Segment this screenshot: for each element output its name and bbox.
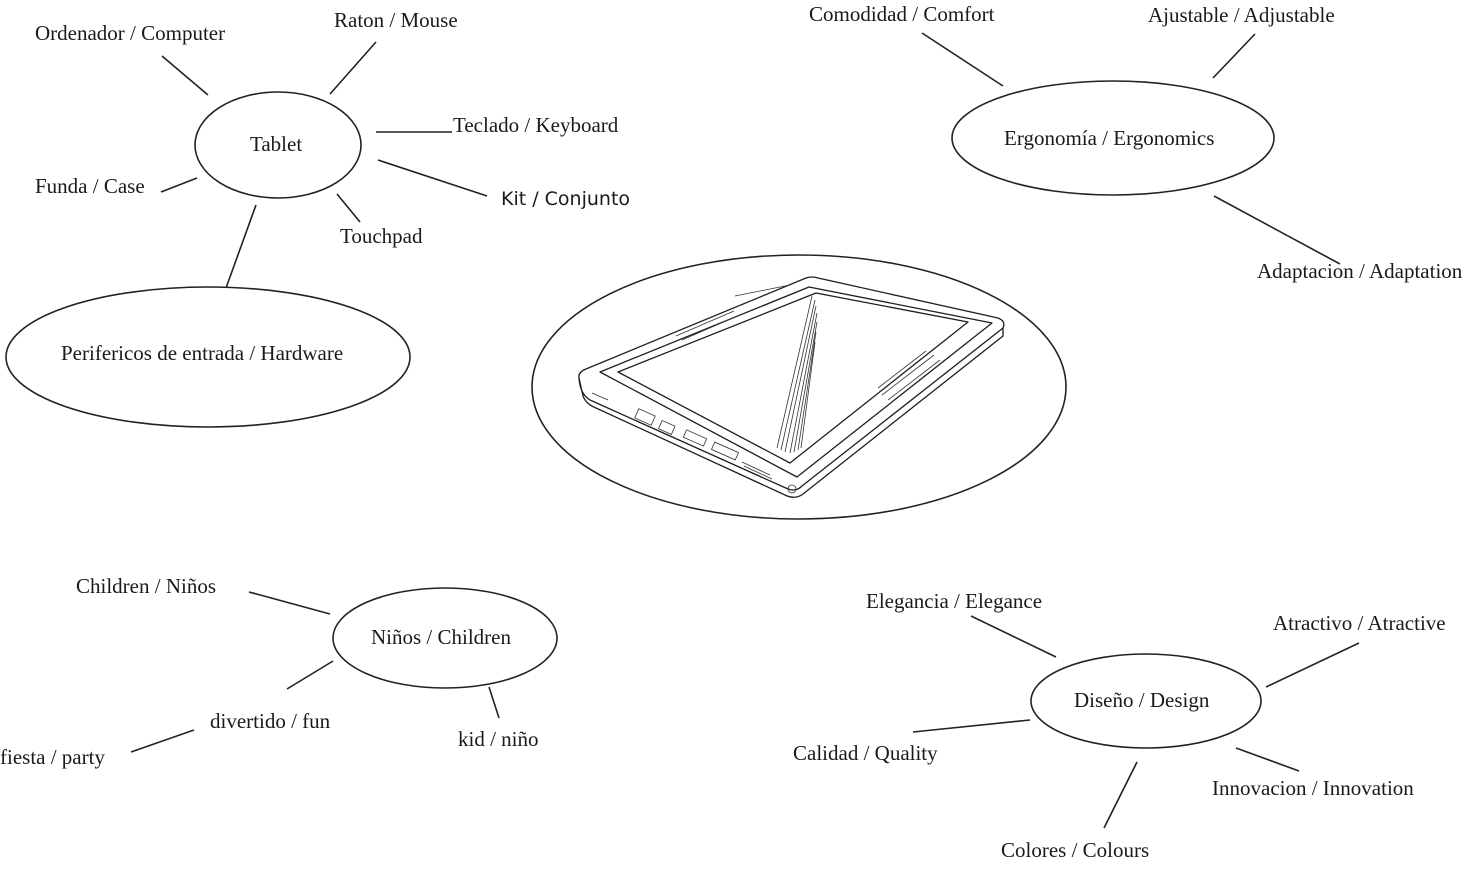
connector-raton [329, 41, 377, 95]
connector-fiesta [130, 729, 195, 753]
label-comodidad: Comodidad / Comfort [809, 2, 995, 26]
diseno-node-ellipse [1030, 653, 1262, 749]
connector-ordenador [161, 55, 209, 96]
label-kid: kid / niño [458, 727, 539, 751]
connector-funda [160, 177, 198, 193]
label-ninos-center: Niños / Children [371, 625, 511, 649]
connector-perifericos [225, 204, 257, 289]
connector-comodidad [921, 32, 1004, 87]
label-divertido: divertido / fun [210, 709, 331, 733]
perifericos-node-ellipse [5, 286, 411, 428]
tablet-node-ellipse [194, 91, 362, 199]
label-touchpad: Touchpad [340, 224, 423, 248]
label-ajustable: Ajustable / Adjustable [1148, 3, 1335, 27]
connector-children [248, 591, 331, 615]
label-raton: Raton / Mouse [334, 8, 458, 32]
connector-adaptacion [1213, 195, 1341, 265]
label-children: Children / Niños [76, 574, 216, 598]
label-tablet-center: Tablet [250, 132, 303, 156]
tablet-device-icon [578, 276, 1005, 498]
ergonomia-node-ellipse [951, 80, 1275, 196]
label-kit: Kit / Conjunto [501, 188, 631, 210]
connector-kid [488, 686, 500, 719]
connector-elegancia [970, 615, 1057, 658]
connector-innovacion [1235, 747, 1300, 772]
connector-kit [377, 159, 488, 197]
label-atractivo: Atractivo / Atractive [1273, 611, 1446, 635]
label-ordenador: Ordenador / Computer [35, 21, 226, 45]
label-perifericos: Perifericos de entrada / Hardware [61, 341, 344, 365]
ninos-node-ellipse [332, 587, 558, 689]
connector-divertido [286, 660, 334, 690]
label-ergonomia-center: Ergonomía / Ergonomics [1004, 126, 1215, 150]
label-fiesta: fiesta / party [0, 745, 105, 769]
connector-atractivo [1265, 642, 1360, 688]
label-diseno-center: Diseño / Design [1074, 688, 1210, 712]
label-funda: Funda / Case [35, 174, 145, 198]
label-calidad: Calidad / Quality [793, 741, 938, 765]
connector-colores [1103, 761, 1138, 829]
connector-calidad [912, 719, 1031, 733]
label-elegancia: Elegancia / Elegance [866, 589, 1043, 613]
label-innovacion: Innovacion / Innovation [1212, 776, 1414, 800]
label-colores: Colores / Colours [1001, 838, 1150, 862]
label-teclado: Teclado / Keyboard [453, 113, 619, 137]
label-adaptacion: Adaptacion / Adaptation [1257, 259, 1463, 283]
connector-ajustable [1212, 33, 1256, 79]
connector-touchpad [336, 193, 361, 223]
